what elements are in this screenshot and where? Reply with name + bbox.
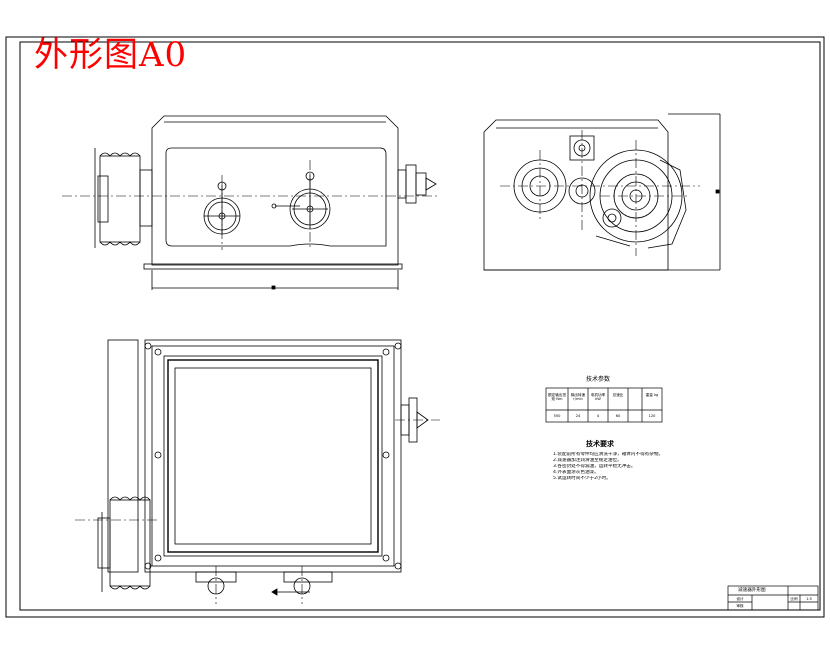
param-value-torque: 550 [553,414,561,418]
title-block-grid [727,585,819,611]
side-view [483,113,721,271]
title-block-cell: 设计 [736,597,744,601]
title-block-cell: 审核 [736,604,744,608]
title-block-cell: 1:5 [806,597,812,601]
requirements-title: 技术要求 [586,440,614,448]
front-view-centerlines [62,160,440,250]
sheet-outer-border [5,36,825,618]
requirements-notes: 1.装配前所有零件均应清洗干净，箱体内不得有杂物。 2.减速器加注润滑油至规定油… [553,452,663,482]
requirement-line: 2.减速器加注润滑油至规定油位。 [553,458,622,463]
param-value-speed: 24 [575,414,581,418]
requirement-line: 5.试运转时间不少于2小时。 [553,476,611,481]
parameter-table-grid [545,387,663,423]
param-header-weight: 重量 kg [645,393,659,397]
drawing-title: 外形图A0 [34,35,188,75]
param-value-weight: 120 [648,414,656,418]
plan-view [97,339,429,596]
sheet-inner-border [19,41,821,611]
title-block-name: 减速器外形图 [738,588,766,593]
side-view-centerlines [500,130,700,256]
requirement-line: 3.各密封处不得漏油，运转平稳无冲击。 [553,464,636,469]
title-block-cell: 比例 [790,597,798,601]
parameter-table-title: 技术参数 [586,376,611,383]
front-view [94,115,437,290]
param-header-speed: 输出转速 r/min [570,393,586,401]
param-value-power: 4 [596,414,600,418]
param-header-torque: 额定输出扭矩 Nm [548,393,566,401]
param-header-ratio: 总速比 [612,393,624,397]
plan-view-centerlines [75,419,440,604]
requirement-line: 4.外表面涂灰色油漆。 [553,470,599,475]
requirement-line: 1.装配前所有零件均应清洗干净，箱体内不得有杂物。 [553,452,663,457]
param-header-power: 电机功率 kW [590,393,606,401]
param-value-ratio: 60 [615,414,621,418]
